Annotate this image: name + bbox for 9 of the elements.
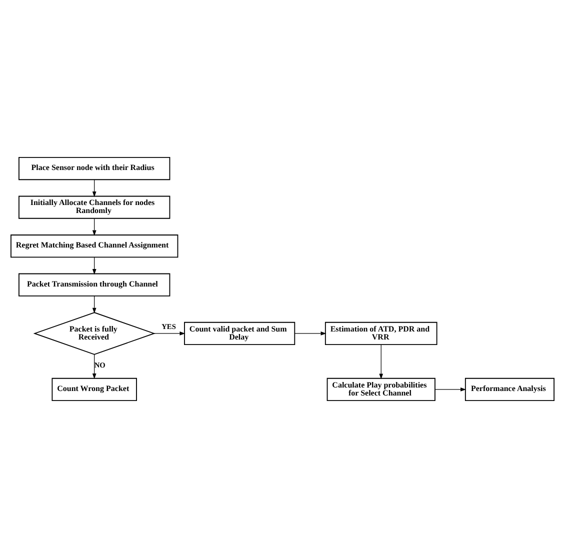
arrow [154, 331, 186, 335]
arrow [92, 218, 96, 236]
arrow [92, 256, 96, 274]
arrow [92, 295, 96, 313]
arrow [379, 344, 384, 379]
arrow [294, 331, 326, 335]
arrow [434, 387, 466, 391]
arrow [92, 179, 96, 197]
arrow [92, 354, 96, 379]
